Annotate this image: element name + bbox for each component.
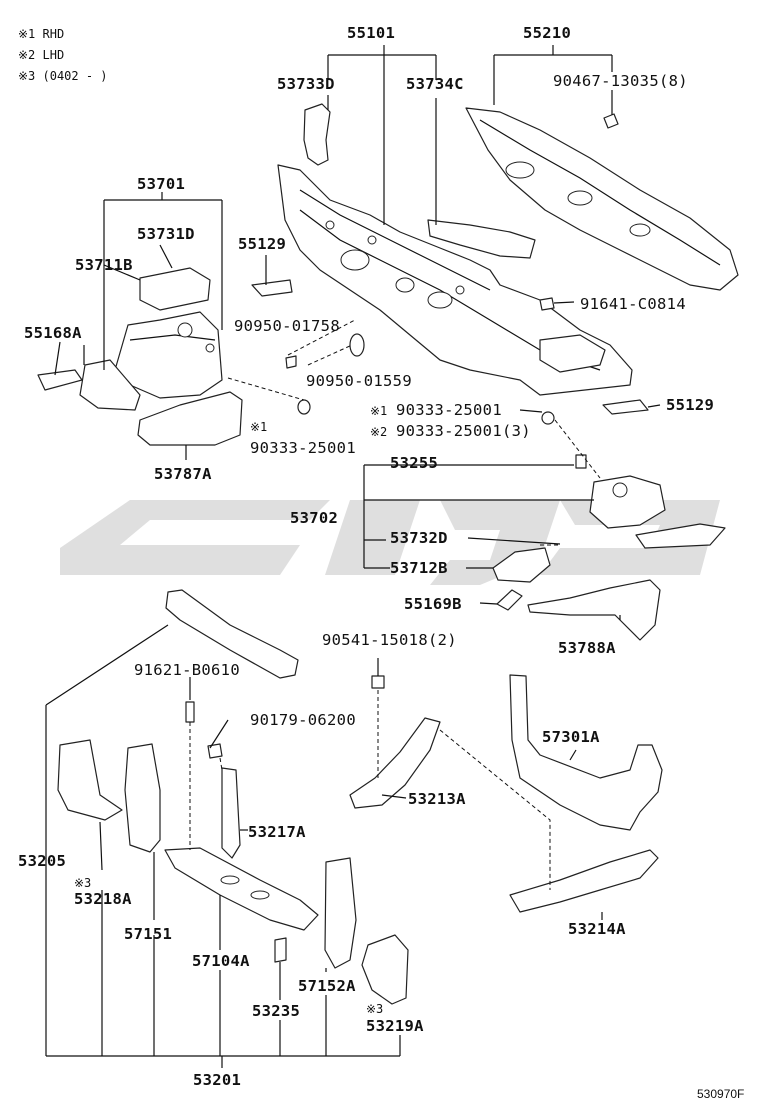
part-57152a: [324, 857, 357, 969]
label-53255[interactable]: 53255: [390, 454, 439, 472]
part-53217a: [221, 767, 241, 859]
part-55129-right: [602, 399, 649, 415]
label-90541[interactable]: 90541-15018(2): [322, 631, 457, 649]
part-53218a: [57, 739, 123, 821]
mark-period-53218a: ※3: [74, 876, 92, 890]
upper-support-53205: [165, 589, 299, 679]
label-53732d[interactable]: 53732D: [390, 529, 448, 547]
mark-rhd-right: ※1: [370, 404, 388, 418]
label-55169b[interactable]: 55169B: [404, 595, 462, 613]
bolt-90541: [371, 675, 385, 689]
label-90333-left[interactable]: 90333-25001: [250, 439, 356, 457]
label-53711b[interactable]: 53711B: [75, 256, 133, 274]
dash-panel-55101: [277, 164, 633, 396]
label-53731d[interactable]: 53731D: [137, 225, 195, 243]
mark-period-53219a: ※3: [366, 1002, 384, 1016]
label-53701[interactable]: 53701: [137, 175, 186, 193]
label-55210[interactable]: 55210: [523, 24, 572, 42]
label-57301a[interactable]: 57301A: [542, 728, 600, 746]
clip-90950-01758: [285, 355, 297, 369]
label-53219a[interactable]: 53219A: [366, 1017, 424, 1035]
nut-90179: [207, 743, 223, 759]
part-53219a: [361, 934, 409, 1005]
label-55101[interactable]: 55101: [347, 24, 396, 42]
bolt-91641: [539, 297, 555, 311]
label-53712b[interactable]: 53712B: [390, 559, 448, 577]
crossmember-57301a: [509, 674, 663, 831]
label-53201[interactable]: 53201: [193, 1071, 242, 1089]
part-53235: [274, 937, 287, 963]
label-57104a[interactable]: 57104A: [192, 952, 250, 970]
figure-id: 530970F: [697, 1087, 745, 1101]
label-53734c[interactable]: 53734C: [406, 75, 464, 93]
note-date-range: ※3 (0402 - ): [18, 69, 108, 83]
bolt-53255: [575, 454, 587, 469]
label-53205[interactable]: 53205: [18, 852, 67, 870]
label-90333-right-lhd[interactable]: 90333-25001(3): [396, 422, 531, 440]
part-55129-left: [251, 279, 293, 297]
plug-90333-right: [541, 411, 555, 425]
label-53217a[interactable]: 53217A: [248, 823, 306, 841]
label-55129-left[interactable]: 55129: [238, 235, 287, 253]
leader-lines: [45, 45, 661, 1068]
label-90950-01559[interactable]: 90950-01559: [306, 372, 412, 390]
label-53213a[interactable]: 53213A: [408, 790, 466, 808]
label-53218a[interactable]: 53218A: [74, 890, 132, 908]
grommet-90950-01559: [349, 333, 365, 357]
part-57151: [124, 743, 161, 853]
part-53214a: [509, 849, 659, 913]
part-53733d: [303, 103, 331, 166]
label-55168a[interactable]: 55168A: [24, 324, 82, 342]
label-57151[interactable]: 57151: [124, 925, 173, 943]
label-57152a[interactable]: 57152A: [298, 977, 356, 995]
note-lhd: ※2 LHD: [18, 48, 65, 62]
part-53788a: [527, 579, 661, 641]
label-91621[interactable]: 91621-B0610: [134, 661, 240, 679]
apron-group-53701: [37, 267, 223, 411]
apron-group-53702: [492, 475, 726, 611]
label-90950-01758[interactable]: 90950-01758: [234, 317, 340, 335]
label-53214a[interactable]: 53214A: [568, 920, 626, 938]
label-53788a[interactable]: 53788A: [558, 639, 616, 657]
plug-90333-left: [297, 399, 311, 415]
part-53213a: [349, 717, 441, 809]
lower-support-57104a: [164, 847, 319, 931]
cowl-panel-55210: [465, 107, 739, 291]
mark-lhd-right: ※2: [370, 425, 388, 439]
label-53733d[interactable]: 53733D: [277, 75, 335, 93]
label-55129-right[interactable]: 55129: [666, 396, 715, 414]
clip-90467: [603, 113, 619, 129]
mark-rhd-left: ※1: [250, 420, 268, 434]
note-rhd: ※1 RHD: [18, 27, 65, 41]
label-53235[interactable]: 53235: [252, 1002, 301, 1020]
label-90467[interactable]: 90467-13035(8): [553, 72, 688, 90]
label-90333-right-rhd[interactable]: 90333-25001: [396, 401, 502, 419]
part-53787a: [137, 391, 243, 446]
label-53702[interactable]: 53702: [290, 509, 339, 527]
part-53734c: [427, 219, 536, 259]
label-91641[interactable]: 91641-C0814: [580, 295, 686, 313]
label-53787a[interactable]: 53787A: [154, 465, 212, 483]
bolt-91621: [185, 701, 195, 723]
label-90179[interactable]: 90179-06200: [250, 711, 356, 729]
